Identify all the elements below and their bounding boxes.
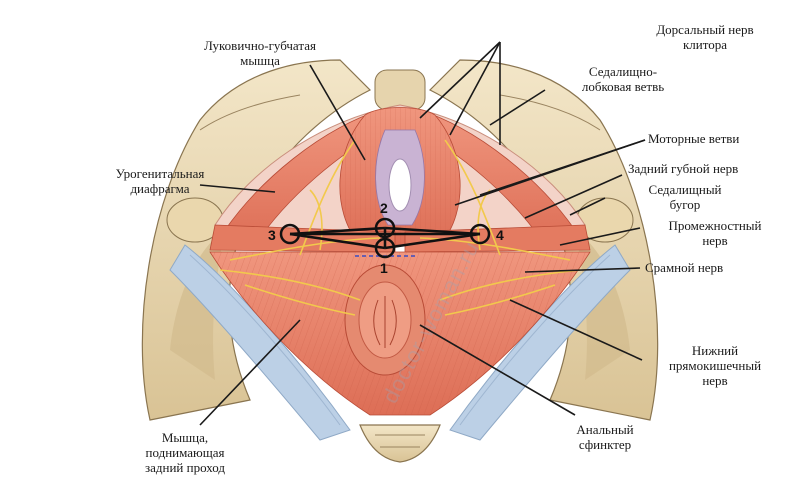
label-anal-sphincter: Анальный сфинктер <box>576 422 634 452</box>
label-bulbospongiosus: Луковично-губчатая мышца <box>204 38 316 68</box>
vaginal-opening <box>388 158 412 212</box>
label-levator-ani: Мышца, поднимающая задний проход <box>144 430 226 475</box>
marker-2: 2 <box>380 200 388 216</box>
marker-4-circle <box>469 223 491 245</box>
label-posterior-labial-nerve: Задний губной нерв <box>628 161 739 176</box>
marker-3-circle <box>279 223 301 245</box>
label-ischial-tuberosity: Седалищный бугор <box>648 182 722 212</box>
label-perineal-nerve: Промежностный нерв <box>668 218 762 248</box>
label-pudendal-nerve: Срамной нерв <box>645 260 724 275</box>
leader-lines <box>199 41 646 426</box>
marker-4: 4 <box>496 227 504 243</box>
marker-geometry <box>279 217 491 259</box>
marker-2-circle <box>374 217 396 239</box>
marker-1: 1 <box>380 260 388 276</box>
label-urogenital-diaphragm: Урогенитальная диафрагма <box>115 166 205 196</box>
ligaments <box>169 244 631 441</box>
marker-3: 3 <box>268 227 276 243</box>
label-ischiopubic-ramus: Седалищно- лобковая ветвь <box>581 64 665 94</box>
label-inferior-rectal-nerve: Нижний прямокишечный нерв <box>668 343 762 388</box>
label-dorsal-nerve: Дорсальный нерв клитора <box>656 22 754 52</box>
label-motor-branches: Моторные ветви <box>648 131 740 146</box>
marker-1-circle <box>374 237 396 259</box>
